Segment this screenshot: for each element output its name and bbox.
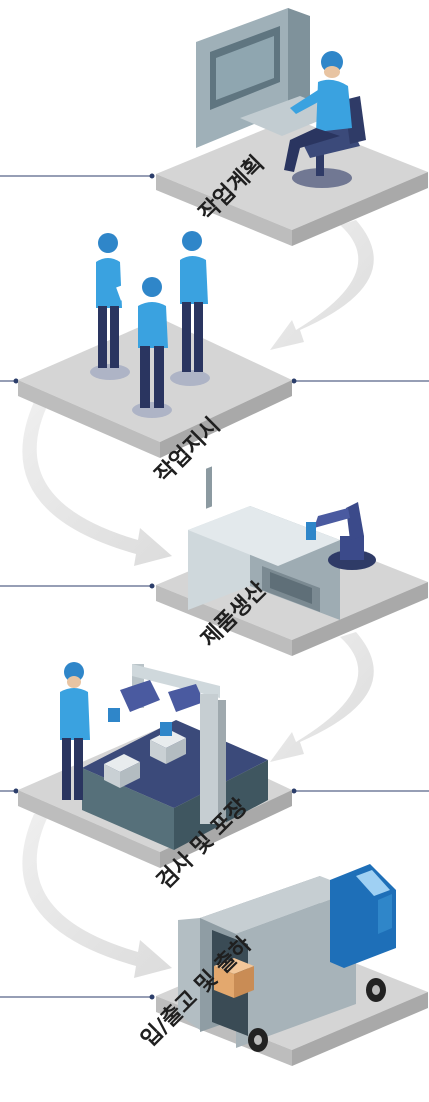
connector-step-5 bbox=[0, 994, 155, 1000]
step-4-inspection-packing: 검사 및 포장 bbox=[18, 662, 292, 894]
delivery-truck-icon bbox=[178, 864, 396, 1052]
team-meeting-icon bbox=[90, 231, 210, 418]
conveyor-robot-packing-icon bbox=[60, 662, 268, 850]
flow-arrows bbox=[22, 220, 374, 978]
connector-step-1 bbox=[0, 173, 155, 179]
flow-arrow-2 bbox=[22, 400, 172, 566]
flow-arrow-3 bbox=[270, 632, 374, 762]
control-desk-operator-icon bbox=[196, 8, 366, 188]
connector-step-4-right bbox=[291, 788, 429, 794]
step-5-shipping: 입/출고 및 출하 bbox=[137, 864, 428, 1066]
connector-step-2-right bbox=[291, 378, 429, 384]
connector-step-3 bbox=[0, 583, 155, 589]
step-2-work-order: 작업지시 bbox=[18, 231, 292, 488]
step-1-work-planning: 작업계획 bbox=[156, 8, 428, 246]
flow-arrow-1 bbox=[270, 220, 374, 350]
cnc-machine-robot-arm-icon bbox=[188, 466, 376, 620]
connector-step-2-left bbox=[0, 378, 19, 384]
flow-arrow-4 bbox=[22, 812, 172, 978]
step-3-production: 제품생산 bbox=[156, 466, 428, 656]
connector-step-4-left bbox=[0, 788, 19, 794]
